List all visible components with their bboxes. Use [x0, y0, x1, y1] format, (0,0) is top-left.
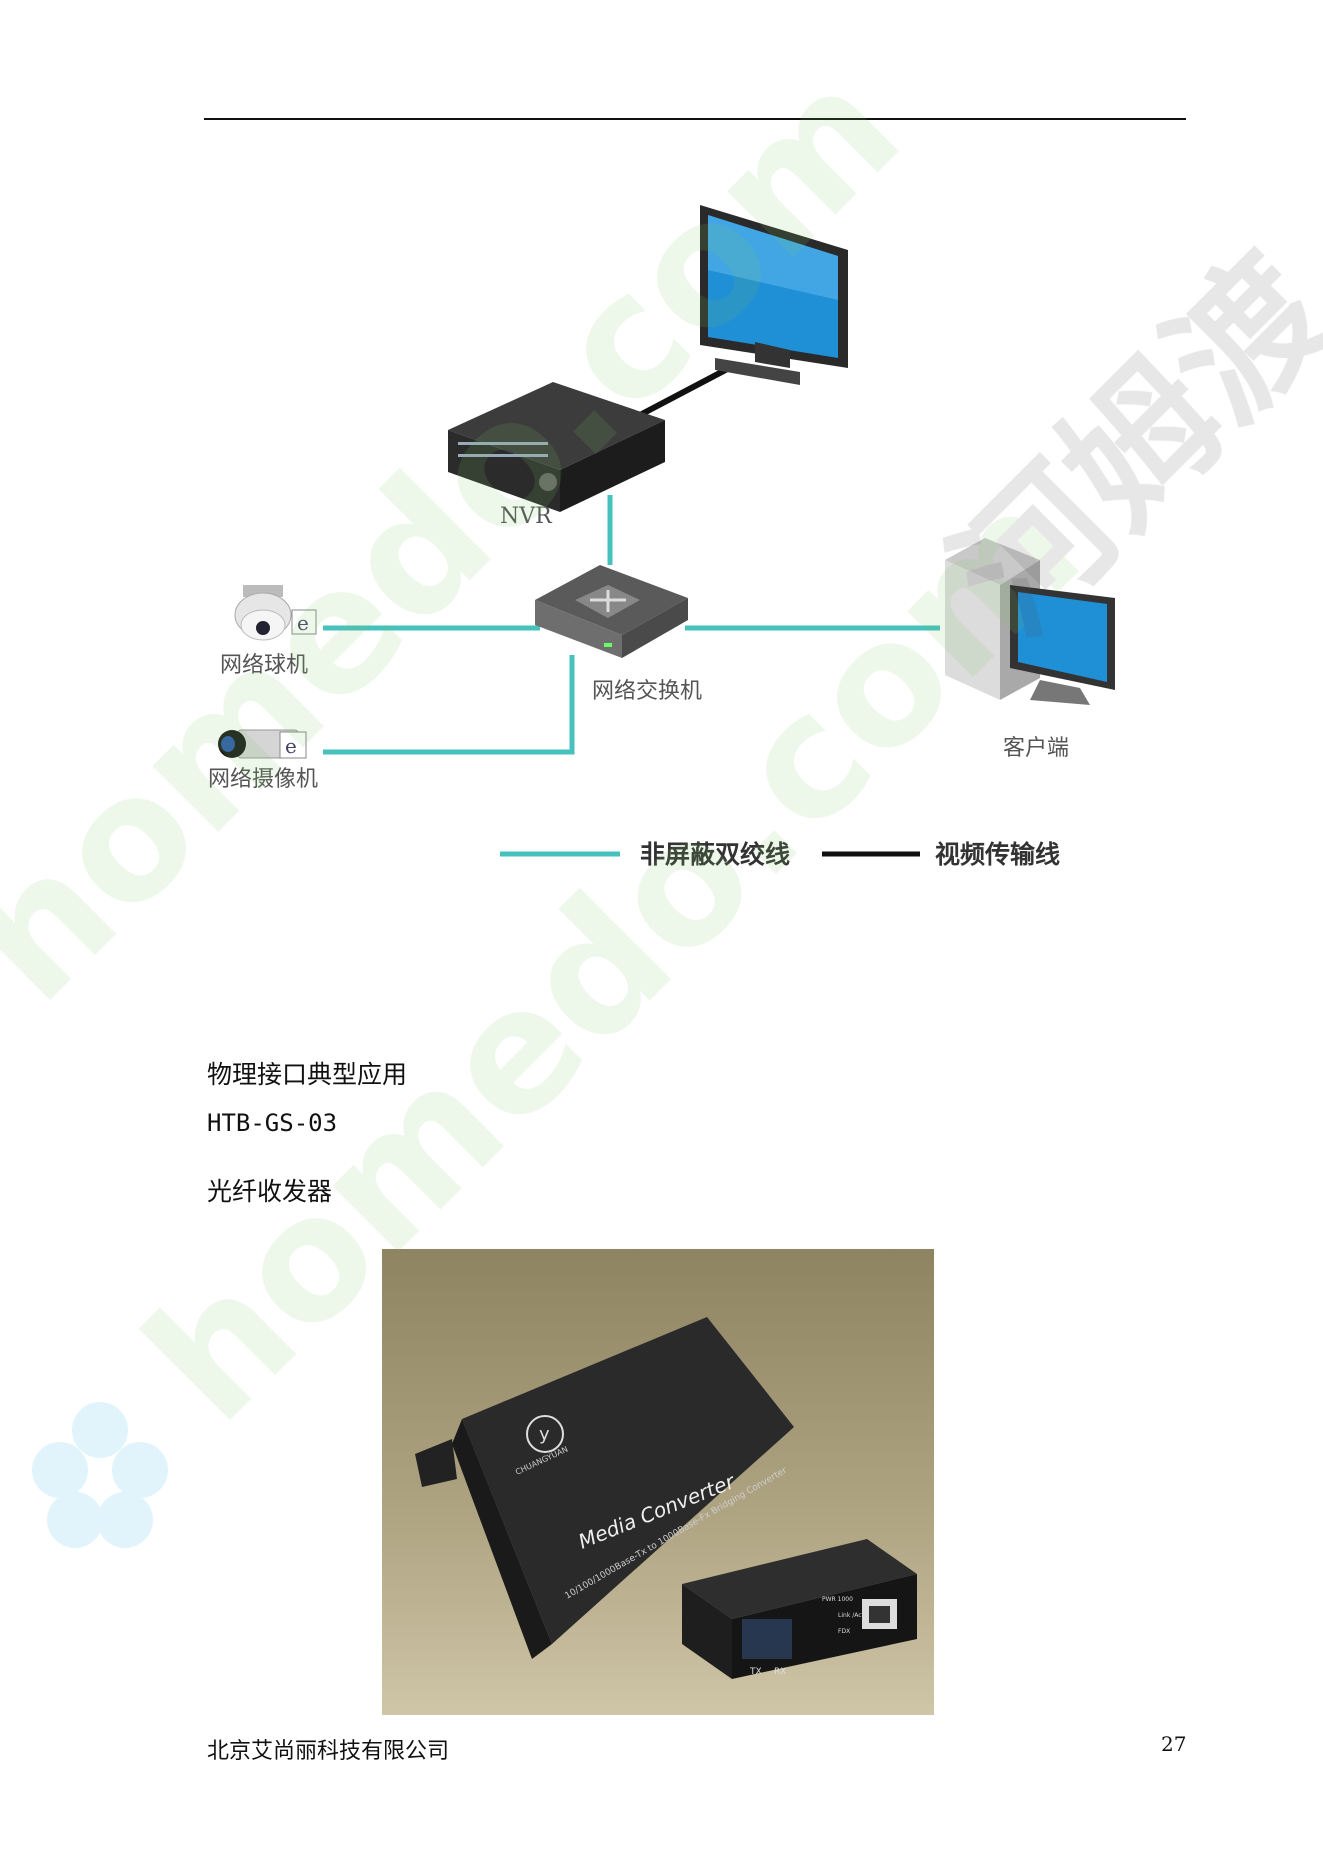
svg-text:Link /Act: Link /Act [838, 1612, 865, 1619]
network-camera-icon: e [218, 729, 307, 759]
dome-camera-label: 网络球机 [220, 653, 308, 678]
svg-text:e: e [285, 734, 297, 758]
monitor-icon [700, 205, 848, 385]
svg-text:PWR 1000: PWR 1000 [822, 1596, 853, 1603]
header-rule [204, 118, 1186, 120]
page-number: 27 [1161, 1732, 1187, 1756]
network-camera-label: 网络摄像机 [208, 767, 318, 792]
svg-text:TX: TX [749, 1667, 762, 1677]
svg-text:y: y [539, 1424, 550, 1445]
network-diagram: NVR 网络交换机 e 网络球机 e 网络摄像机 客户端 [208, 205, 1115, 869]
video-connection [638, 362, 737, 418]
switch-icon [535, 565, 688, 658]
model-number: HTB-GS-03 [207, 1109, 338, 1137]
product-photo: y CHUANGYUAN Media Converter 10/100/1000… [382, 1249, 934, 1715]
svg-text:e: e [297, 611, 309, 635]
svg-text:RX: RX [774, 1667, 786, 1677]
legend-utp-label: 非屏蔽双绞线 [640, 840, 790, 869]
legend: 非屏蔽双绞线 视频传输线 [500, 840, 1060, 869]
product-name: 光纤收发器 [207, 1177, 333, 1206]
dome-camera-icon: e [234, 585, 317, 641]
client-pc-icon [945, 538, 1115, 705]
legend-video-label: 视频传输线 [935, 840, 1060, 869]
section-heading: 物理接口典型应用 [207, 1060, 408, 1089]
svg-text:FDX: FDX [838, 1628, 850, 1635]
footer-company: 北京艾尚丽科技有限公司 [207, 1739, 450, 1764]
switch-label: 网络交换机 [592, 679, 702, 704]
nvr-icon [448, 382, 665, 512]
utp-connections [323, 495, 940, 755]
client-label: 客户端 [1003, 736, 1069, 761]
media-converter-small: TX RX PWR 1000 Link /Act FDX [682, 1539, 917, 1679]
nvr-label: NVR [500, 504, 553, 529]
watermark-flower-icon [32, 1402, 168, 1548]
